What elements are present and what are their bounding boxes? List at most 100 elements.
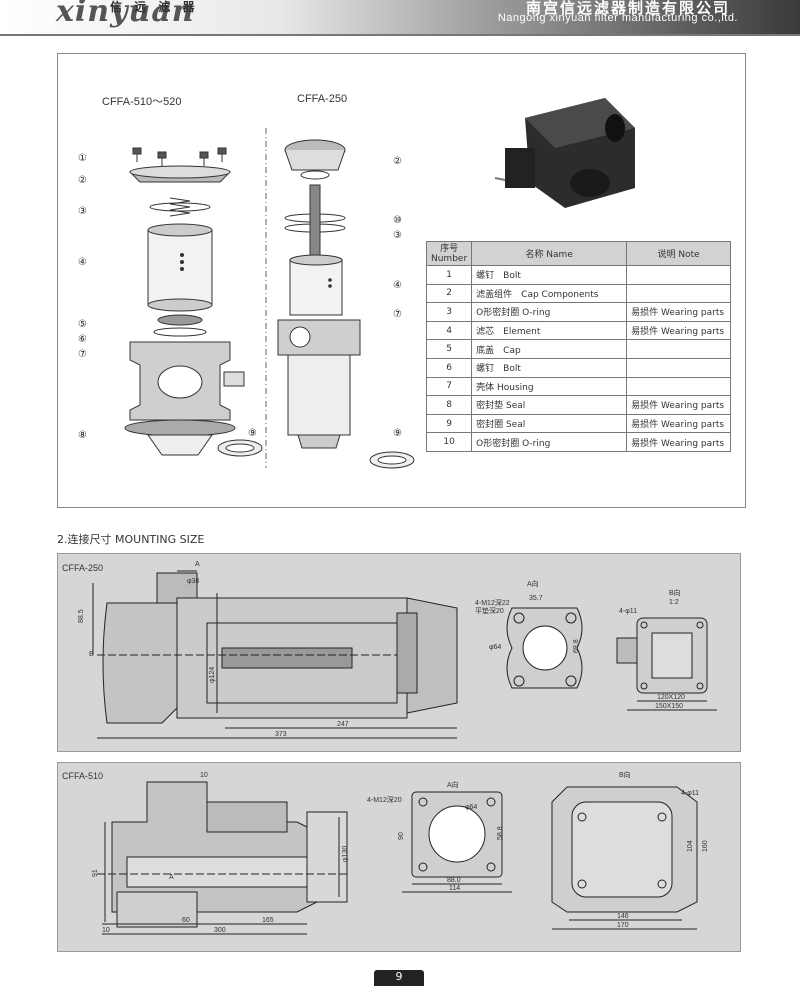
row-number: 2 — [425, 283, 473, 304]
callout-4: ④ — [78, 257, 87, 268]
row-number: 4 — [425, 320, 473, 341]
callout-3: ③ — [78, 206, 87, 217]
view-a2-d64: φ64 — [465, 804, 477, 811]
row-name: 密封圈 Seal — [471, 413, 628, 434]
row-number: 9 — [425, 413, 473, 434]
row-name: 滤芯 Element — [471, 320, 628, 341]
view-a2-h90: 90 — [398, 832, 405, 840]
callout-r-7: ⑦ — [393, 309, 402, 320]
row-number: 3 — [425, 302, 473, 322]
table-header-row: 序号 Number 名称 Name 说明 Note — [425, 241, 731, 266]
parts-section-frame — [57, 53, 746, 508]
company-name-en: Nangong xinyuan filter manufacturing co.… — [497, 12, 738, 24]
bolt-icon — [132, 147, 227, 166]
row-number: 7 — [425, 376, 473, 397]
callout-8: ⑧ — [78, 430, 87, 441]
panel2-model: CFFA-510 — [62, 771, 104, 781]
view-a-h698: 69.8 — [573, 639, 580, 653]
view-b2-w146: 146 — [617, 913, 629, 920]
row-number: 8 — [425, 395, 473, 415]
dim-l373: 373 — [275, 731, 287, 738]
col-note-header: 说明 Note — [626, 241, 731, 266]
row-note: 易损件 Wearing parts — [626, 413, 731, 434]
view-a2-thread: 4-M12深20 — [367, 795, 402, 804]
page-header: xinyuan 信 远 滤 器 南宫信远滤器制造有限公司 Nangong xin… — [0, 0, 800, 36]
label-b: B — [89, 651, 94, 658]
view-b2-h104: 104 — [687, 840, 694, 852]
row-note: 易损件 Wearing parts — [626, 395, 731, 415]
row-name: 滤盖组件 Cap Components — [471, 283, 628, 304]
dim-l247: 247 — [337, 721, 349, 728]
row-name: O形密封圈 O-ring — [471, 302, 628, 322]
row-name: 螺钉 Bolt — [471, 357, 628, 378]
drawing-cffa510: A 10 φ130 91 60 165 300 10 A向 4-M12深20 φ… — [92, 770, 709, 935]
callout-6: ⑥ — [78, 334, 87, 345]
dim-d130: φ130 — [342, 846, 349, 862]
model-label-left: CFFA-510～520 — [102, 96, 182, 108]
view-b2-h160: 160 — [702, 840, 709, 852]
page-number: 9 — [374, 970, 424, 986]
row-note — [626, 339, 731, 359]
row-note — [626, 283, 731, 304]
view-a2-w880: 88.0 — [447, 877, 461, 884]
row-number: 1 — [425, 265, 473, 285]
row-note — [626, 376, 731, 397]
row-number: 5 — [425, 339, 473, 359]
section-title-mounting: 2.连接尺寸 MOUNTING SIZE — [57, 533, 205, 546]
row-name: 壳体 Housing — [471, 376, 628, 397]
col-name-header: 名称 Name — [471, 241, 628, 266]
view-b-w1: 120X120 — [657, 694, 685, 701]
callout-r-10: ⑩ — [393, 215, 402, 226]
callout-2: ② — [78, 175, 87, 186]
panel1-model: CFFA-250 — [62, 563, 104, 573]
row-note: 易损件 Wearing parts — [626, 302, 731, 322]
view-a2-h588: 58.8 — [497, 826, 504, 840]
drawing-divider — [265, 128, 267, 468]
view-b2-holes: 4-φ11 — [681, 790, 699, 797]
company-name-cn: 南宫信远滤器制造有限公司 — [525, 0, 730, 17]
dim-l300: 300 — [214, 927, 226, 934]
callout-7: ⑦ — [78, 349, 87, 360]
row-number: 10 — [425, 432, 473, 452]
callout-1: ① — [78, 153, 87, 164]
row-name: 螺钉 Bolt — [471, 265, 628, 285]
callout-9-left: ⑨ — [248, 428, 257, 439]
label-a2: A — [169, 874, 174, 881]
header-banner — [0, 0, 800, 36]
dim-l165: 165 — [262, 917, 274, 924]
left-callouts: ① ② ③ ④ — [78, 148, 87, 274]
view-a-thread2: 平垫深20 — [475, 606, 504, 615]
exploded-view-cffa250 — [277, 139, 415, 469]
dim-d38: φ38 — [187, 578, 199, 585]
view-b-holes: 4-φ11 — [619, 608, 637, 615]
model-label-right: CFFA-250 — [297, 93, 348, 105]
row-note: 易损件 Wearing parts — [626, 432, 731, 452]
dim-t10: 10 — [200, 772, 208, 779]
view-a-w357: 35.7 — [529, 595, 543, 602]
view-b-title: B向 — [669, 588, 681, 597]
dim-l60: 60 — [182, 917, 190, 924]
row-note — [626, 265, 731, 285]
logo-chinese: 信 远 滤 器 — [110, 0, 199, 14]
left-callouts-lower: ⑤ ⑥ ⑦ — [78, 317, 87, 362]
view-a-title: A向 — [527, 579, 539, 588]
view-a2-title: A向 — [447, 780, 459, 789]
company-logo: xinyuan — [56, 0, 195, 29]
callout-r-9: ⑨ — [393, 428, 402, 439]
view-a-d64: φ64 — [489, 644, 501, 651]
row-name: 密封垫 Seal — [471, 395, 628, 415]
callout-5: ⑤ — [78, 319, 87, 330]
dim-h885: 88.5 — [78, 609, 85, 623]
dim-l10b: 10 — [102, 927, 110, 934]
col-number-header: 序号 Number — [425, 241, 473, 266]
dim-d124: φ124 — [209, 667, 216, 683]
drawing-cffa250: A B φ38 88.5 φ124 247 373 A向 4-M12深22 平垫… — [78, 561, 717, 739]
dim-h91: 91 — [92, 869, 99, 877]
